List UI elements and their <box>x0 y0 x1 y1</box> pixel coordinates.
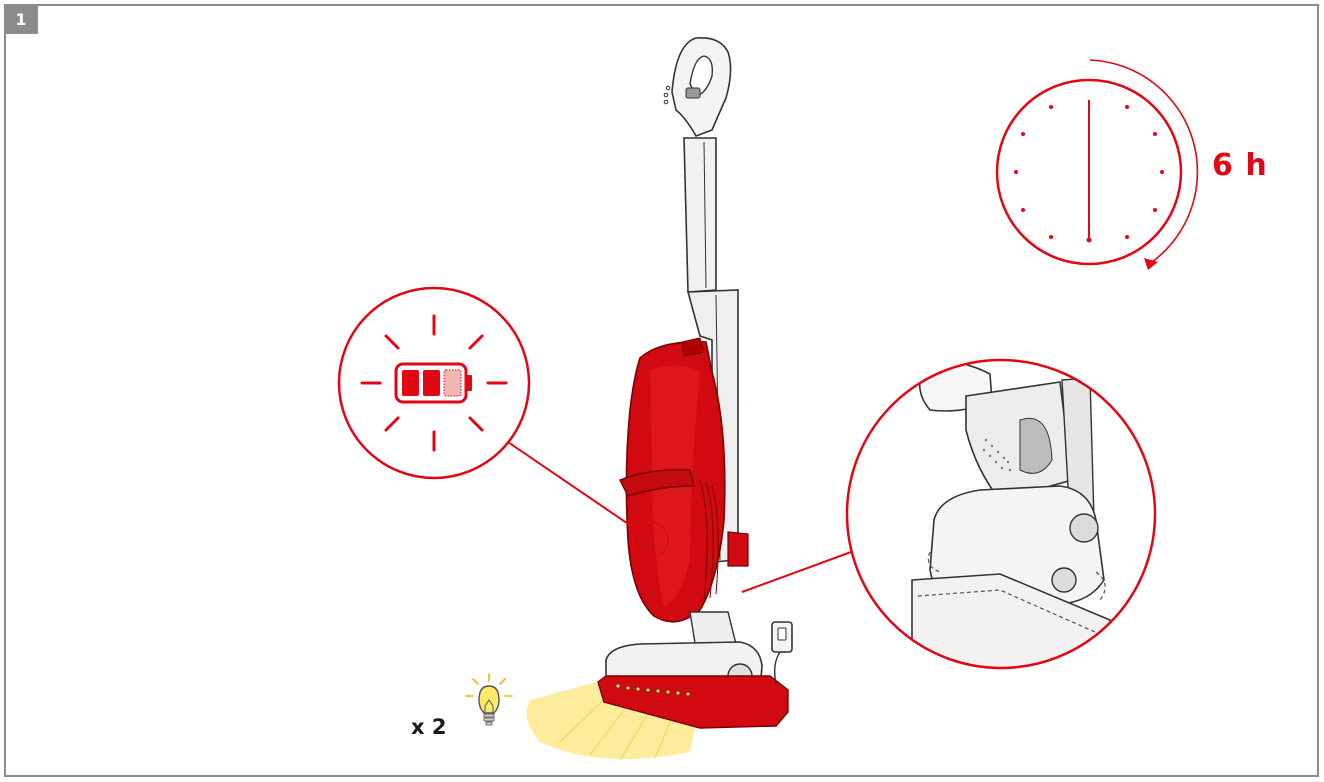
charger-plug-icon <box>771 621 793 685</box>
charging-time-label: 6 h <box>1212 148 1268 183</box>
light-multiplier-label: x 2 <box>411 715 447 739</box>
illustration-frame <box>4 4 1319 777</box>
clock-icon <box>995 59 1199 270</box>
lightbulb-icon <box>465 673 513 726</box>
step-number-badge: 1 <box>4 4 38 34</box>
blink-rays <box>360 314 508 452</box>
vacuum-cleaner-icon <box>597 36 789 729</box>
battery-callout <box>337 286 669 559</box>
zoomed-base-detail <box>911 360 1111 668</box>
battery-icon <box>394 362 472 404</box>
docking-zoom-callout <box>741 358 1157 670</box>
